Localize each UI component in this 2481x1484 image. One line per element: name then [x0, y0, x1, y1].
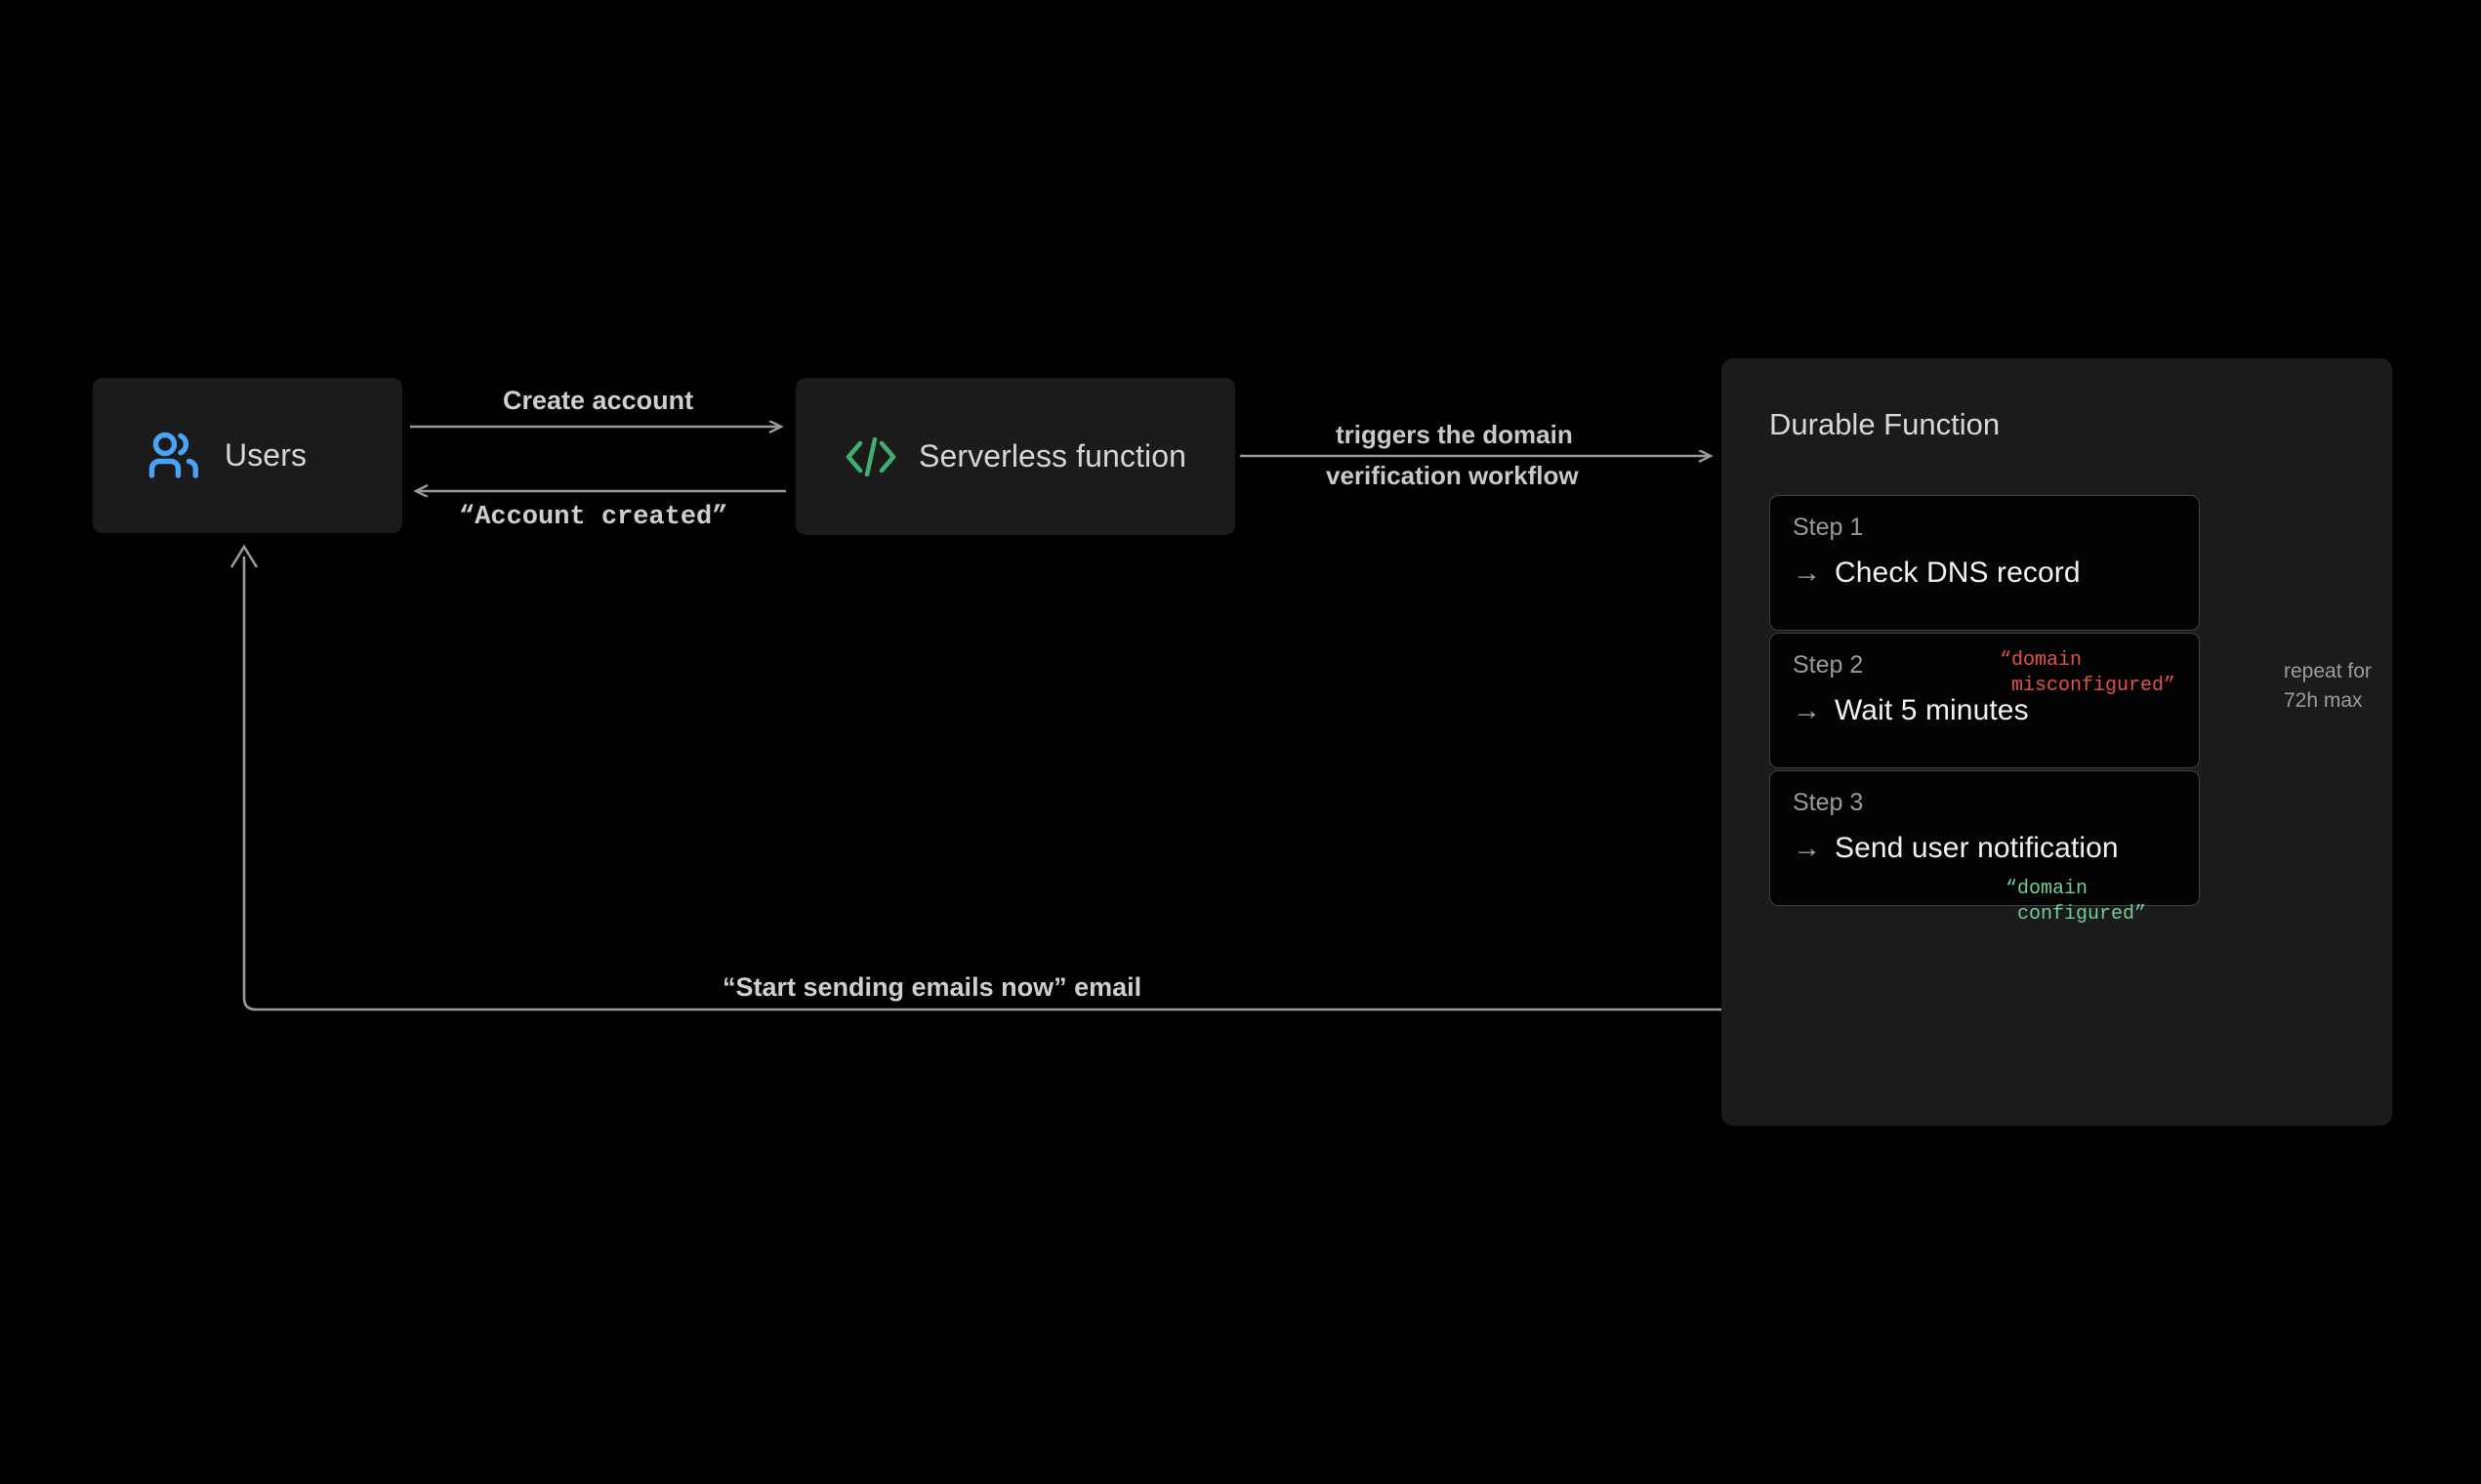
- step-card-1[interactable]: Step 1 → Check DNS record: [1769, 495, 2200, 631]
- edge-label-account-created: “Account created”: [459, 503, 728, 532]
- arrow-right-icon: →: [1793, 694, 1821, 726]
- step-card-3[interactable]: Step 3 → Send user notification: [1769, 770, 2200, 906]
- edge-label-triggers-line1: triggers the domain: [1336, 420, 1573, 449]
- serverless-label: Serverless function: [919, 438, 1187, 474]
- step-1-eyebrow: Step 1: [1793, 514, 1864, 541]
- edge-label-repeat-72h: repeat for 72h max: [2284, 660, 2372, 713]
- step-3-text: Send user notification: [1835, 832, 2119, 864]
- users-label: Users: [225, 437, 308, 473]
- step-2-eyebrow: Step 2: [1793, 651, 1864, 679]
- durable-function-title: Durable Function: [1769, 407, 2001, 441]
- step-1-body: → Check DNS record: [1793, 556, 2081, 590]
- users-icon: [146, 431, 203, 481]
- edge-label-domain-configured: “domain configured”: [2005, 878, 2147, 926]
- step-3-eyebrow: Step 3: [1793, 789, 1864, 816]
- step-3-body: → Send user notification: [1793, 832, 2119, 865]
- edge-notification-to-users-head: [229, 544, 259, 568]
- edge-notification-to-users: [242, 556, 1757, 1011]
- arrow-right-icon: →: [1793, 832, 1821, 864]
- edge-label-create-account: Create account: [503, 386, 694, 415]
- step-2-body: → Wait 5 minutes: [1793, 694, 2029, 727]
- step-1-text: Check DNS record: [1835, 556, 2081, 589]
- arrow-right-icon: →: [1793, 556, 1821, 589]
- edge-label-start-sending-emails: “Start sending emails now” email: [723, 972, 1142, 1002]
- node-serverless-function[interactable]: Serverless function: [796, 378, 1235, 535]
- step-2-text: Wait 5 minutes: [1835, 694, 2029, 726]
- edge-label-domain-misconfigured: “domain misconfigured”: [2000, 649, 2176, 697]
- edge-label-triggers-line2: verification workflow: [1326, 461, 1579, 490]
- node-users[interactable]: Users: [93, 378, 402, 533]
- step-card-2[interactable]: Step 2 → Wait 5 minutes: [1769, 633, 2200, 768]
- code-brackets-icon: [845, 436, 897, 476]
